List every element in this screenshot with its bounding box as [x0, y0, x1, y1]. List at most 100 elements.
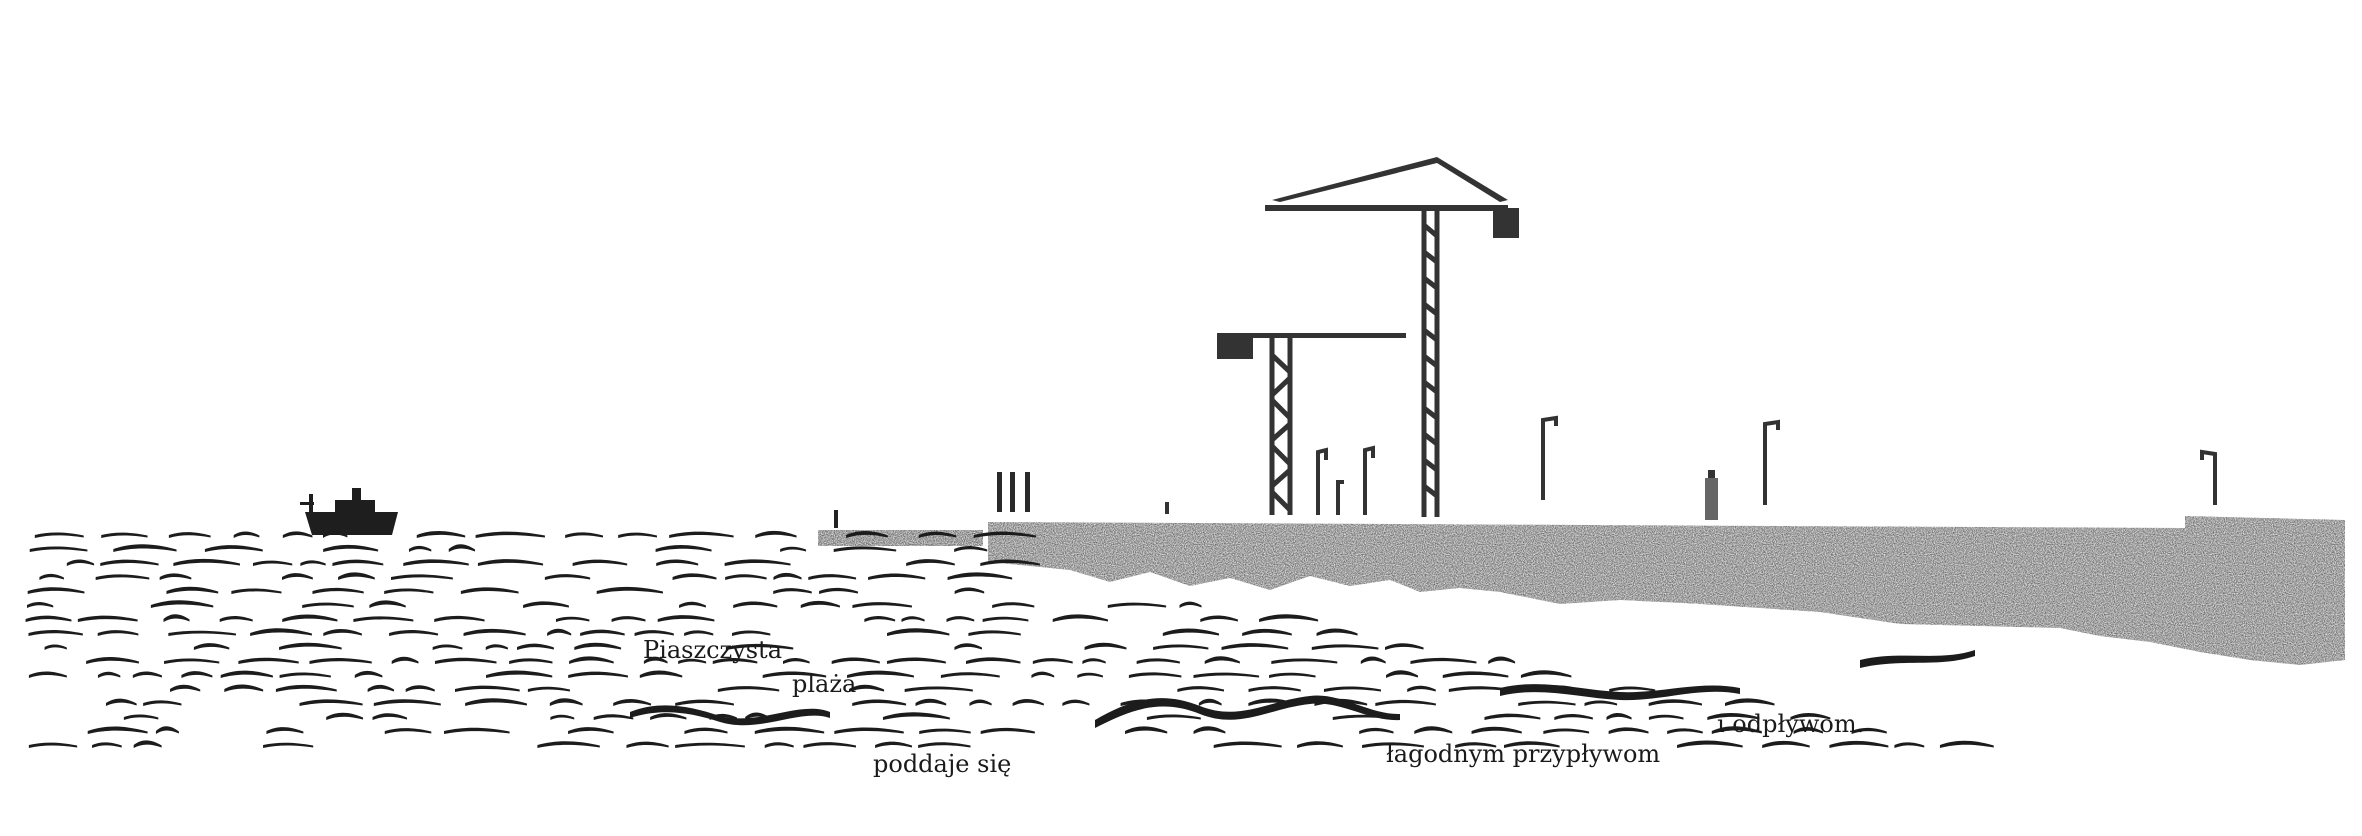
wave-stroke	[150, 600, 214, 608]
wave-stroke	[1648, 714, 1684, 720]
wave-stroke	[323, 628, 362, 636]
wave-stroke	[323, 544, 379, 552]
wave-stroke	[1213, 741, 1282, 748]
wave-stroke	[463, 628, 526, 636]
caption-line-1: Piaszczysta	[643, 636, 783, 664]
wave-stroke	[656, 559, 699, 566]
wave-stroke	[279, 642, 342, 650]
wave-stroke	[509, 658, 553, 664]
wave-stroke	[1724, 698, 1775, 706]
caption-line-4: łagodnym przypływom	[1386, 740, 1661, 768]
wave-stroke	[384, 728, 432, 734]
wave-stroke	[1248, 698, 1297, 706]
wave-stroke	[143, 700, 182, 706]
wave-stroke	[252, 560, 293, 566]
wave-stroke	[97, 630, 139, 636]
wave-stroke	[170, 684, 201, 692]
wave-stroke	[460, 587, 519, 594]
wave-stroke	[1128, 672, 1182, 678]
wave-stroke	[1442, 671, 1509, 678]
wave-stroke	[87, 726, 148, 734]
wave-stroke	[1077, 672, 1103, 678]
wave-stroke	[819, 587, 858, 594]
wave-stroke	[773, 572, 802, 580]
wave-stroke	[312, 587, 364, 594]
wave-stroke	[282, 573, 313, 580]
wave-stroke	[193, 643, 230, 650]
wave-stroke	[1667, 728, 1703, 734]
wave-stroke	[164, 658, 220, 664]
wave-stroke	[391, 656, 419, 664]
wave-stroke	[1939, 740, 1994, 748]
wave-stroke	[887, 657, 946, 664]
wave-stroke	[204, 545, 263, 552]
wave-stroke	[717, 686, 780, 692]
wave-stroke	[568, 727, 614, 734]
wave-stroke	[973, 531, 1036, 538]
water-waves	[25, 530, 1994, 748]
wave-stroke	[846, 531, 888, 538]
wave-stroke	[231, 588, 282, 594]
wave-stroke	[416, 531, 466, 538]
wave-stroke	[657, 615, 715, 622]
wave-stroke	[465, 698, 527, 706]
wave-stroke	[745, 712, 770, 720]
wave-stroke	[565, 532, 604, 538]
ship-icon	[300, 488, 398, 535]
wave-stroke	[219, 616, 253, 622]
wave-stroke	[372, 713, 407, 720]
wave-stroke	[915, 698, 947, 706]
wave-stroke	[1375, 699, 1436, 706]
wave-stroke	[354, 670, 383, 678]
wave-stroke	[593, 714, 634, 720]
wave-stroke	[309, 658, 372, 664]
wave-stroke	[954, 546, 988, 552]
wave-stroke	[550, 714, 575, 720]
wave-stroke	[684, 727, 728, 734]
wave-stroke	[77, 615, 138, 622]
wave-stroke	[672, 573, 717, 580]
wave-stroke	[86, 656, 139, 664]
wave-stroke	[847, 670, 914, 678]
wave-stroke	[367, 684, 395, 692]
wave-stroke	[100, 559, 159, 566]
wave-stroke	[1711, 726, 1762, 734]
breakwater	[818, 530, 983, 546]
wave-stroke	[1829, 740, 1889, 748]
wave-stroke	[1179, 601, 1202, 608]
wave-stroke	[448, 544, 476, 552]
wave-stroke	[1297, 741, 1343, 748]
wave-stroke	[725, 574, 767, 580]
wave-stroke	[803, 742, 856, 748]
wave-stroke	[1851, 727, 1887, 734]
wave-stroke	[326, 712, 364, 720]
wave-stroke	[220, 670, 273, 678]
wave-stroke	[1323, 686, 1382, 692]
wave-stroke	[1894, 742, 1925, 748]
wave-stroke	[875, 741, 912, 748]
wave-stroke	[159, 573, 192, 580]
wave-stroke	[95, 574, 150, 580]
wave-stroke	[1316, 628, 1358, 636]
wave-stroke	[864, 616, 896, 622]
wave-stroke	[34, 532, 84, 538]
wave-stroke	[28, 671, 67, 678]
tide-line	[630, 650, 1975, 728]
wave-stroke	[1359, 727, 1394, 734]
wave-stroke	[405, 685, 435, 692]
wave-stroke	[263, 742, 314, 748]
wave-stroke	[555, 616, 590, 622]
wave-stroke	[679, 601, 706, 608]
wave-stroke	[1707, 713, 1760, 720]
wave-stroke	[1488, 656, 1516, 664]
wave-stroke	[168, 532, 211, 538]
wave-stroke	[887, 628, 950, 636]
wave-stroke	[1062, 699, 1090, 706]
wave-stroke	[523, 601, 569, 608]
wave-stroke	[919, 728, 971, 734]
lamp-post-icon	[1316, 415, 2217, 515]
wave-stroke	[712, 658, 758, 664]
wave-stroke	[123, 714, 159, 720]
wave-stroke	[754, 726, 825, 734]
wave-stroke	[1032, 658, 1073, 664]
